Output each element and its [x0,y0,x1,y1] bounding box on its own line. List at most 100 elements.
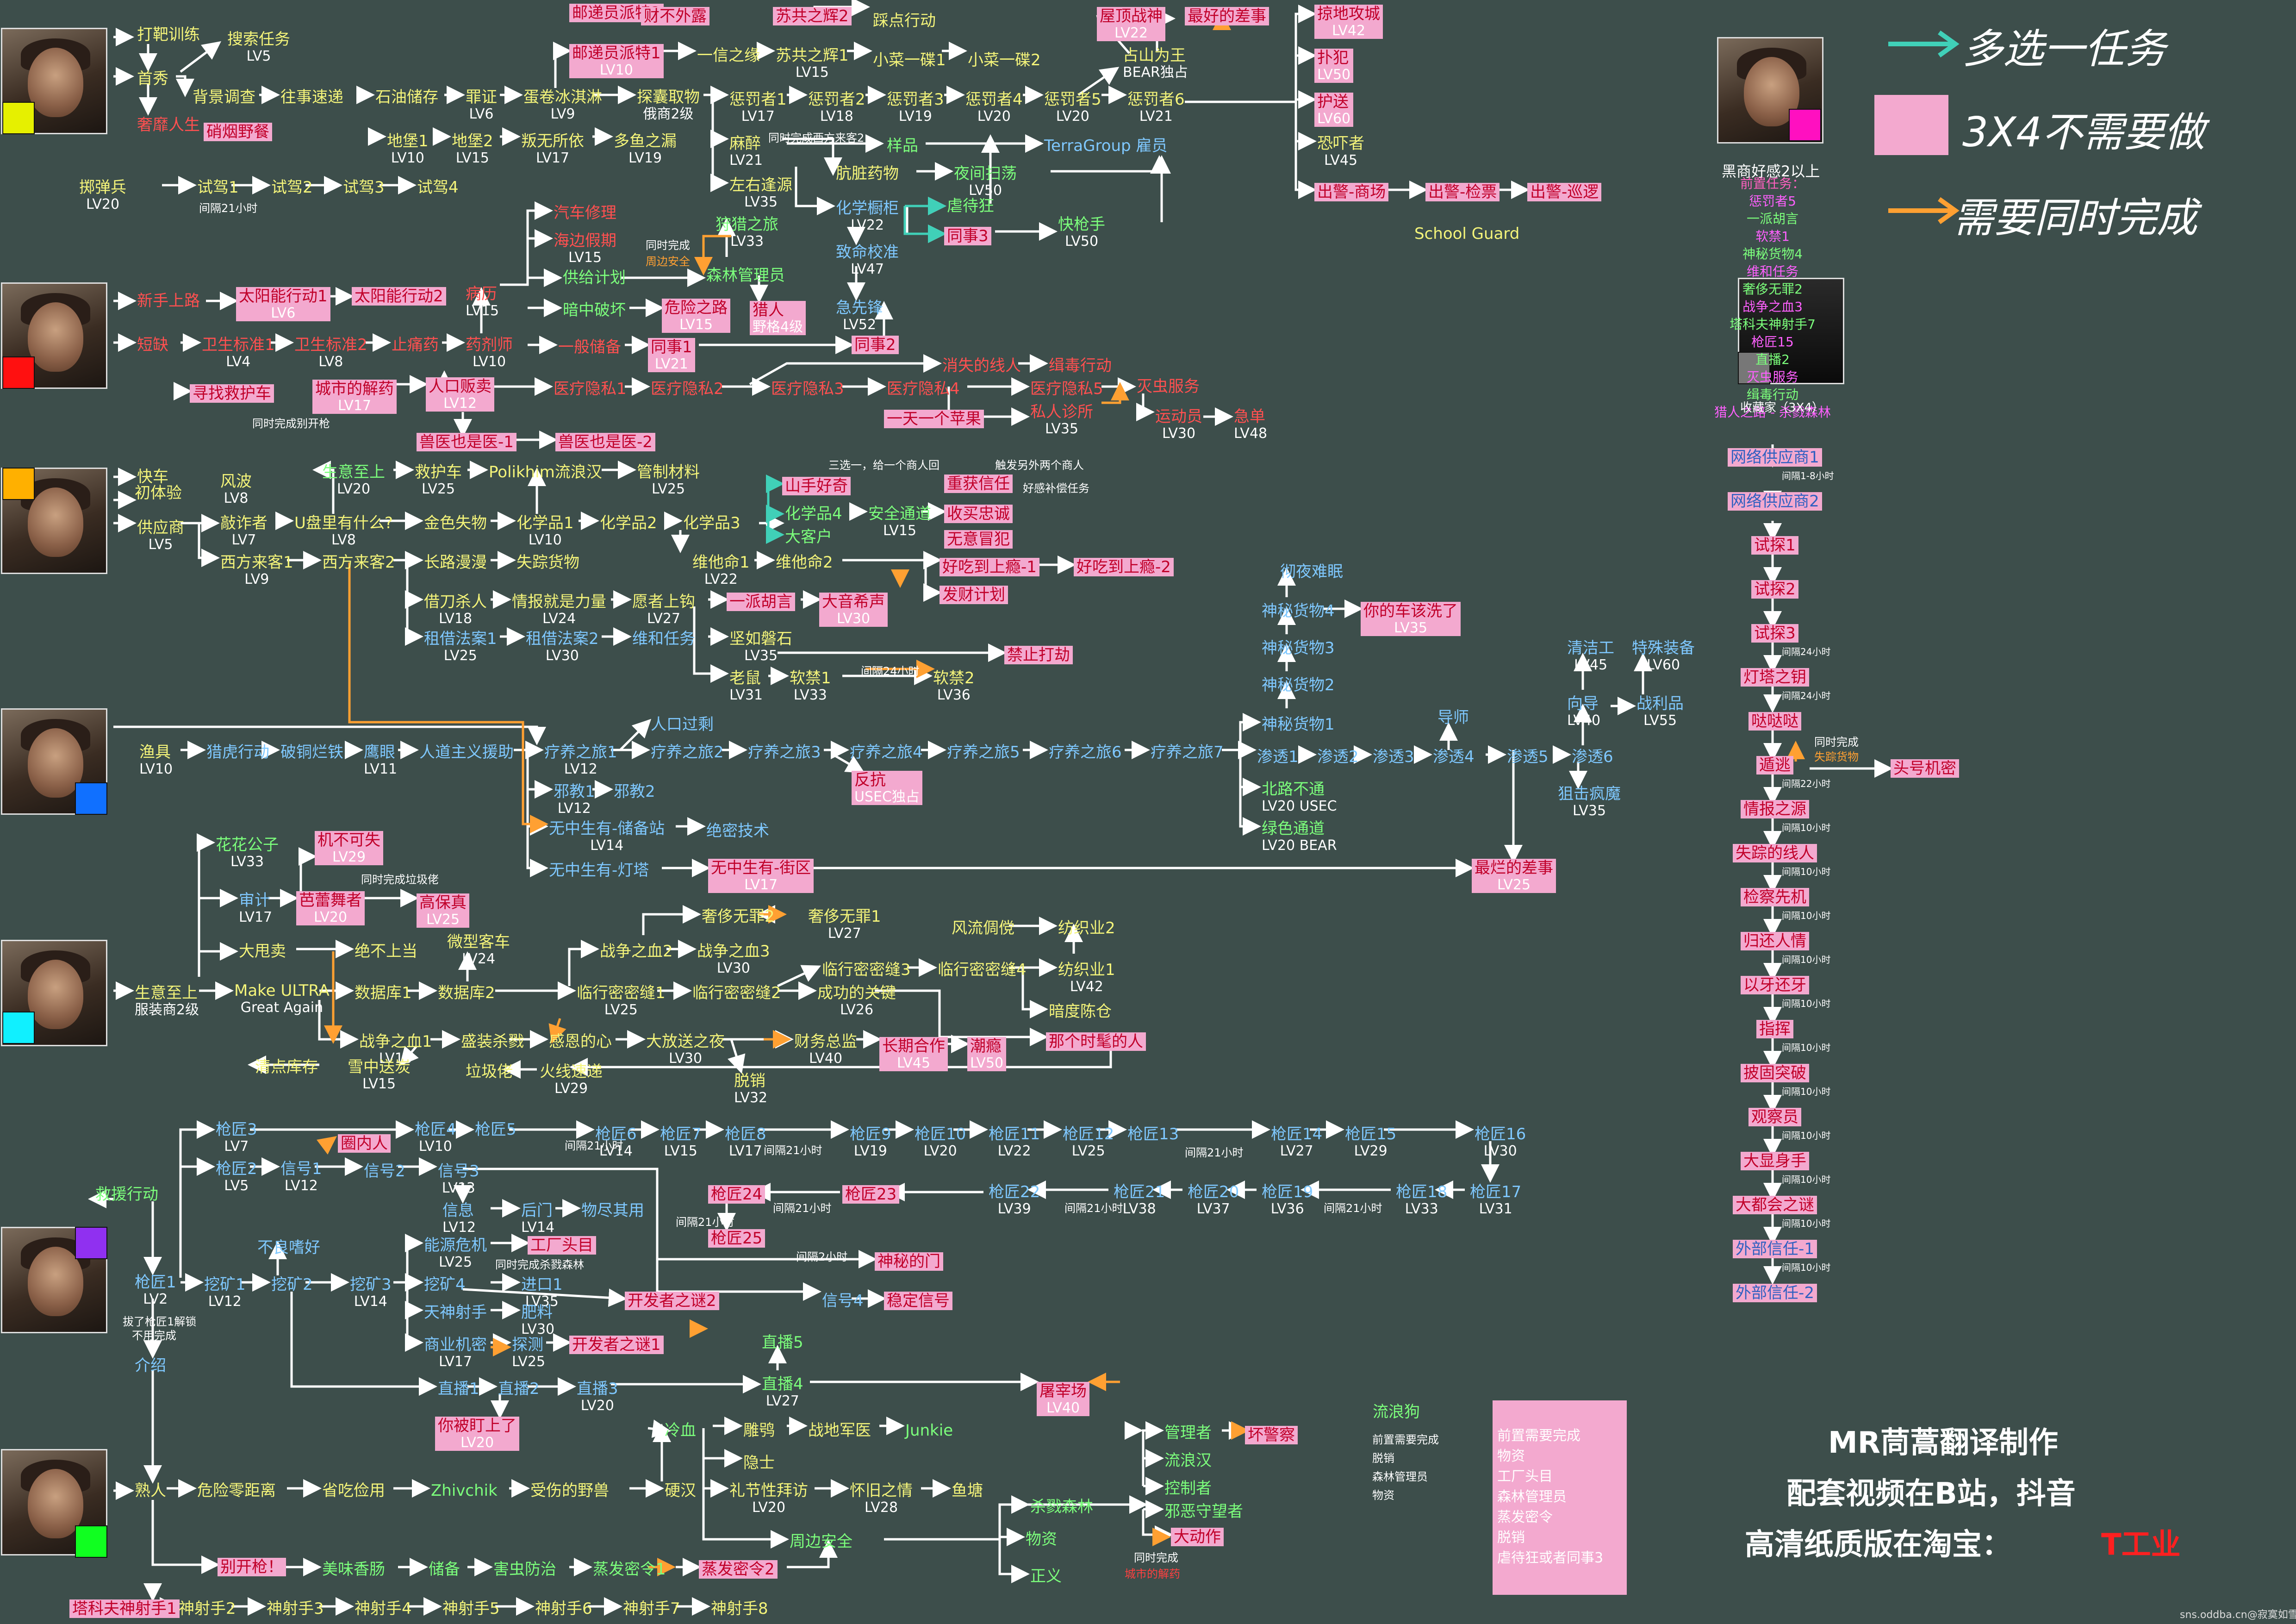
quest-m39[interactable]: 挖矿2 [268,1275,316,1294]
quest-kappa-6[interactable]: 灯塔之钥 [1741,668,1809,687]
quest-j15[interactable]: 周边安全 [787,1532,855,1551]
quest-t2[interactable]: 短缺 [134,336,171,354]
quest-j32[interactable]: 神射手2 [176,1599,239,1618]
quest-s29[interactable]: 好吃到上瘾-2 [1074,558,1174,576]
quest-p59[interactable]: 试驾4 [414,178,461,197]
quest-m8[interactable]: 信号2 [361,1162,408,1181]
quest-t24[interactable]: 医疗隐私2 [648,380,727,398]
quest-j30[interactable]: 蒸发密令2 [699,1560,778,1579]
quest-m42[interactable]: 挖矿4 [421,1275,468,1294]
quest-s18[interactable]: 失踪货物 [514,553,582,572]
quest-k9[interactable]: 疗养之旅4 [847,743,926,762]
quest-m44[interactable]: 天神射手 [421,1303,490,1322]
quest-m55[interactable]: 直播2 [495,1380,542,1398]
quest-p37[interactable]: TerraGroup 雇员 [1041,137,1170,155]
quest-k18[interactable]: 绝密技术 [703,822,772,840]
quest-t30[interactable]: 缉毒行动 [1046,356,1114,375]
quest-k22[interactable]: 彻夜难眠 [1277,562,1346,581]
quest-r13[interactable]: 奢侈无罪2 [699,907,778,926]
quest-kappa-9[interactable]: 情报之源 [1741,800,1809,818]
quest-r6[interactable]: 大甩卖 [236,942,289,961]
quest-j27[interactable]: 储备 [426,1560,463,1579]
quest-j25[interactable]: 别开枪！ [218,1558,286,1576]
quest-kappa-19[interactable]: 外部信任-1 [1733,1240,1817,1258]
quest-j9[interactable]: 战地军医 [805,1421,874,1440]
quest-t25[interactable]: 医疗隐私3 [768,380,847,398]
quest-k19[interactable]: 无中生有-灯塔 [546,861,652,880]
quest-kappa-11[interactable]: 检察先机 [1741,888,1809,906]
quest-p14[interactable]: 苏共之辉2 [773,7,852,25]
quest-k7[interactable]: 疗养之旅2 [648,743,727,762]
quest-kappa-12[interactable]: 归还人情 [1741,932,1809,950]
quest-t26[interactable]: 医疗隐私4 [884,380,963,398]
quest-r36[interactable]: 垃圾佬 [463,1062,516,1081]
quest-k12[interactable]: 疗养之旅7 [1148,743,1226,762]
quest-s24[interactable]: 收买忠诚 [944,505,1013,523]
quest-k33[interactable]: 渗透6 [1569,748,1616,766]
quest-j18[interactable]: 正义 [1027,1567,1064,1586]
quest-j37[interactable]: 神射手7 [620,1599,683,1618]
quest-k31[interactable]: 渗透4 [1430,748,1477,766]
quest-p58[interactable]: 试驾3 [340,178,387,197]
quest-k3[interactable]: 破铜烂铁 [278,743,346,762]
quest-p3[interactable]: 首秀 [134,69,171,88]
quest-r21[interactable]: 临行密密缝3 [819,961,914,979]
quest-s40[interactable]: 禁止打劫 [1004,646,1073,664]
quest-m31[interactable]: 枪匠25 [708,1229,765,1248]
quest-p1[interactable]: 打靶训练 [134,25,203,44]
quest-r17[interactable]: 风流倜傥 [949,919,1017,937]
quest-p51[interactable]: 出警-商场 [1314,183,1389,201]
quest-p36[interactable]: 样品 [884,137,921,155]
quest-p38[interactable]: 肮脏药物 [833,164,902,183]
quest-j1[interactable]: 熟人 [132,1481,169,1500]
quest-m7[interactable]: 圈内人 [338,1134,391,1153]
quest-r11[interactable]: 数据库2 [435,984,498,1002]
quest-kappa-10[interactable]: 失踪的线人 [1733,844,1817,862]
quest-r18[interactable]: 纺织业2 [1055,919,1118,937]
quest-t4[interactable]: 太阳能行动2 [352,287,446,306]
quest-s19[interactable]: 山手好奇 [782,477,851,495]
quest-s14[interactable]: 化学品3 [680,514,743,532]
quest-j11[interactable]: 隐士 [740,1454,778,1472]
quest-j2[interactable]: 危险零距离 [194,1481,279,1500]
quest-r22[interactable]: 临行密密缝4 [935,961,1029,979]
quest-j6[interactable]: 硬汉 [662,1481,699,1500]
quest-kappa-20[interactable]: 外部信任-2 [1733,1284,1817,1302]
quest-j16[interactable]: 杀戮森林 [1027,1498,1096,1516]
